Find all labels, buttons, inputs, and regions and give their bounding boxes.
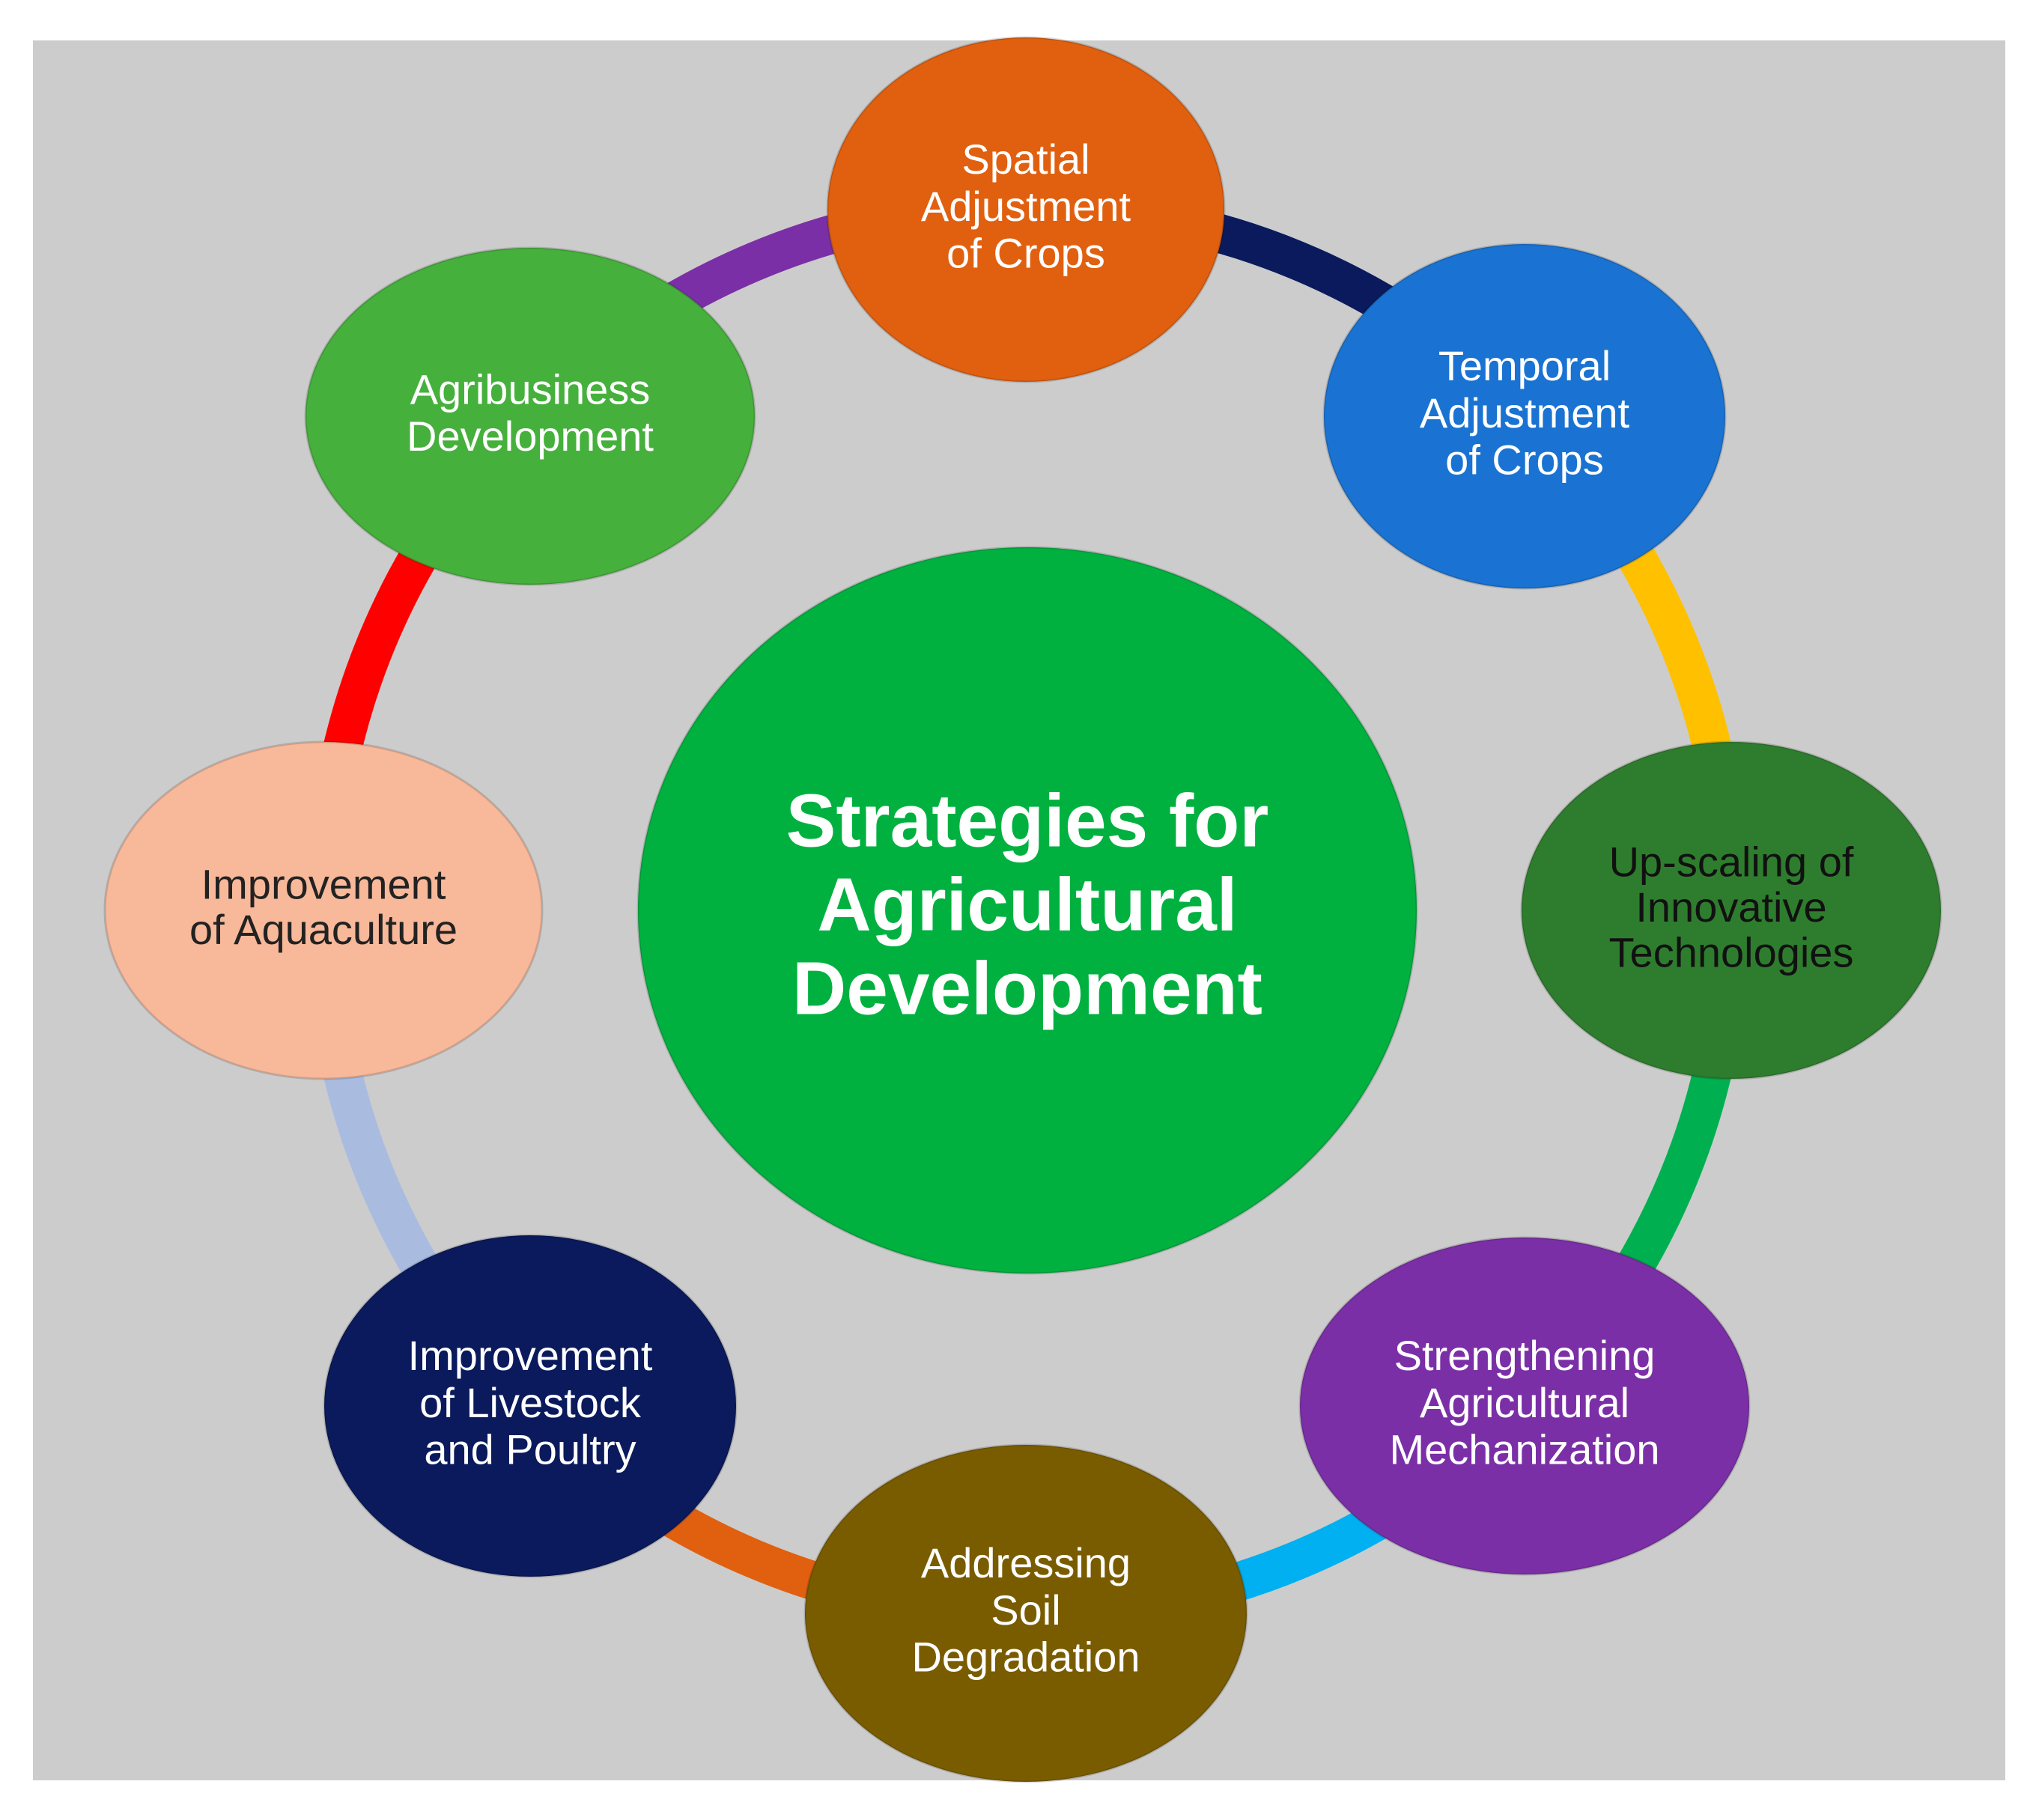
node-temporal-adjustment-of-crops-label-line: Temporal bbox=[1438, 342, 1611, 389]
node-spatial-adjustment-of-crops-label-line: Spatial bbox=[961, 136, 1090, 183]
node-improvement-of-livestock-and-poultry-label-line: Improvement bbox=[408, 1332, 653, 1379]
node-temporal-adjustment-of-crops-label-line: of Crops bbox=[1445, 436, 1604, 484]
node-addressing-soil-degradation-shape bbox=[803, 1443, 1248, 1783]
node-improvement-of-livestock-and-poultry-label-line: of Livestock bbox=[419, 1379, 642, 1426]
node-addressing-soil-degradation-label-line: Soil bbox=[991, 1586, 1060, 1634]
node-addressing-soil-degradation-label-line: Addressing bbox=[921, 1539, 1131, 1586]
node-up-scaling-of-innovative-technologies-shape bbox=[1520, 740, 1942, 1080]
center-title-label-line: Development bbox=[792, 946, 1262, 1030]
node-agribusiness-development-label-line: Agribusiness bbox=[410, 365, 651, 413]
node-temporal-adjustment-of-crops-label-line: Adjustment bbox=[1420, 389, 1630, 436]
node-improvement-of-aquaculture-label-line: of Aquaculture bbox=[189, 906, 458, 953]
center-title-label-line: Agricultural bbox=[817, 862, 1237, 946]
node-strengthening-agricultural-mechanization-label-line: Mechanization bbox=[1389, 1426, 1659, 1473]
node-up-scaling-of-innovative-technologies-label-line: Up-scaling of bbox=[1609, 838, 1854, 885]
node-spatial-adjustment-of-crops-label-line: of Crops bbox=[946, 230, 1105, 277]
node-agribusiness-development-shape bbox=[304, 246, 756, 586]
node-strengthening-agricultural-mechanization-shape bbox=[1298, 1236, 1751, 1576]
node-improvement-of-aquaculture-shape bbox=[103, 740, 544, 1080]
node-improvement-of-livestock-and-poultry-shape bbox=[323, 1234, 738, 1578]
center-title-shape bbox=[636, 546, 1418, 1275]
node-up-scaling-of-innovative-technologies-label-line: Innovative bbox=[1635, 883, 1826, 931]
node-spatial-adjustment-of-crops-shape bbox=[826, 36, 1226, 383]
node-temporal-adjustment-of-crops-shape bbox=[1322, 243, 1727, 590]
node-up-scaling-of-innovative-technologies-label-line: Technologies bbox=[1609, 928, 1854, 976]
node-spatial-adjustment-of-crops-label-line: Adjustment bbox=[921, 183, 1131, 230]
node-agribusiness-development-label-line: Development bbox=[407, 413, 654, 460]
node-addressing-soil-degradation-label-line: Degradation bbox=[911, 1634, 1140, 1681]
node-improvement-of-livestock-and-poultry-label-line: and Poultry bbox=[424, 1426, 636, 1473]
center-title-label-line: Strategies for bbox=[786, 779, 1269, 862]
node-improvement-of-aquaculture-label-line: Improvement bbox=[201, 861, 446, 908]
node-strengthening-agricultural-mechanization-label-line: Strengthening bbox=[1394, 1332, 1656, 1379]
node-strengthening-agricultural-mechanization-label-line: Agricultural bbox=[1420, 1379, 1629, 1426]
